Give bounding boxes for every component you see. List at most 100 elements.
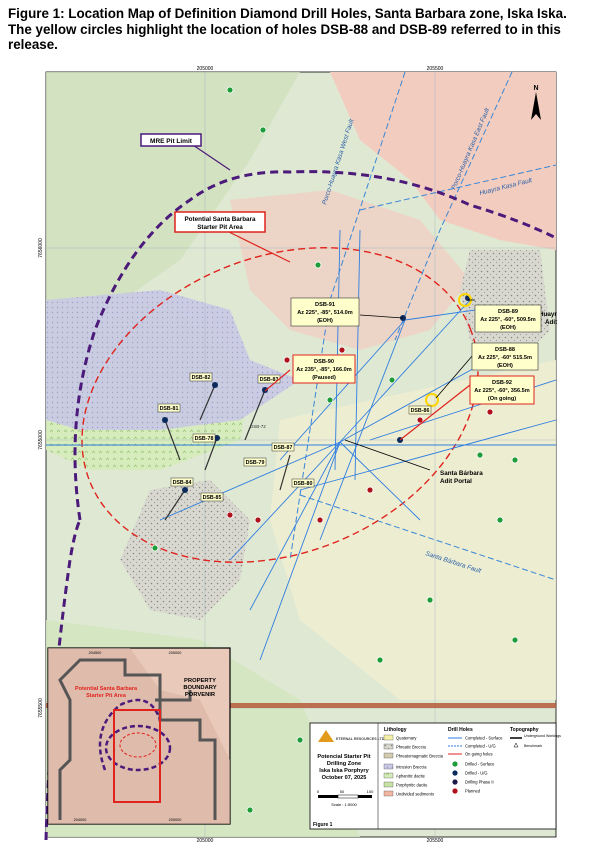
svg-text:Phreatomagmatic Breccia: Phreatomagmatic Breccia bbox=[396, 754, 444, 759]
svg-text:(EOH): (EOH) bbox=[497, 363, 513, 369]
hole-label-dsb79: DSB-79 bbox=[246, 460, 265, 466]
scale-bar: 0 50 100 Scale : 1:5000 bbox=[317, 789, 374, 807]
drilled-ug-point bbox=[214, 435, 220, 441]
svg-text:Drilled - U/G: Drilled - U/G bbox=[465, 771, 488, 776]
hole-box-dsb92: DSB-92 Az 225°, -60°, 356.5m (On going) bbox=[399, 375, 535, 441]
legend-title-1: Potencial Starter Pit bbox=[317, 754, 370, 760]
fault-porco-east-line bbox=[394, 71, 513, 341]
hole-label-dsb86: DSB-86 bbox=[411, 408, 430, 414]
inset-coord-4: 205000 bbox=[169, 818, 182, 822]
fault-porco-west-line bbox=[289, 71, 406, 561]
svg-text:(EOH): (EOH) bbox=[317, 318, 333, 324]
planned-point bbox=[254, 516, 262, 524]
starter-pit-outline bbox=[81, 247, 479, 563]
lith-sediments-area bbox=[330, 72, 556, 250]
svg-text:(On going): (On going) bbox=[488, 396, 516, 402]
hole-box-dsb91: DSB-91 Az 225°, -85°, 514.0m (EOH) bbox=[290, 297, 404, 327]
mre-pit-limit-line bbox=[73, 170, 557, 521]
svg-text:Completed - Surface: Completed - Surface bbox=[465, 736, 503, 741]
legend-figure-label: Figure 1 bbox=[313, 822, 333, 828]
drilled-surface-point bbox=[314, 261, 322, 269]
svg-text:Drilling Phase II: Drilling Phase II bbox=[465, 780, 494, 785]
planned-point bbox=[283, 356, 291, 364]
inset-label-1: Potential Santa Barbara bbox=[75, 686, 138, 692]
svg-text:DSB-89: DSB-89 bbox=[498, 309, 518, 315]
drilled-ug-point bbox=[182, 487, 188, 493]
starter-pit-label-1: Potential Santa Barbara bbox=[184, 216, 256, 223]
hole-label-dsb81: DSB-81 bbox=[160, 406, 179, 412]
drill-collar-traces bbox=[164, 384, 291, 521]
legend-drill-head: Drill Holes bbox=[448, 727, 473, 733]
adit-portal-label-2: Adit Portal bbox=[440, 478, 472, 485]
lith-intrusion-breccia bbox=[46, 290, 300, 430]
hole-box-dsb88: DSB-88 Az 225°, -60° 515.5m (EOH) bbox=[435, 342, 539, 399]
grid-label-top-2: 205500 bbox=[427, 66, 444, 72]
inset-coord-1: 204500 bbox=[89, 651, 102, 655]
legend-company: ETERNAL RESOURCES LTD bbox=[336, 737, 385, 741]
hole-label-dsb83: DSB-83 bbox=[260, 377, 279, 383]
grid-label-left-3: 7655500 bbox=[38, 698, 44, 718]
svg-text:Az 225°, -60°, 509.5m: Az 225°, -60°, 509.5m bbox=[480, 317, 535, 323]
huayra-adit-label-1: Huayr bbox=[539, 311, 557, 318]
svg-text:On going holes: On going holes bbox=[465, 752, 493, 757]
starter-pit-callout bbox=[174, 211, 266, 233]
planned-point bbox=[416, 416, 424, 424]
inset-prop-1: PROPERTY bbox=[184, 678, 216, 684]
drilled-surface-point bbox=[496, 516, 504, 524]
svg-text:N: N bbox=[533, 85, 538, 92]
grid-label-left-2: 7655000 bbox=[38, 430, 44, 450]
svg-text:Porphyritic dacite: Porphyritic dacite bbox=[396, 783, 428, 788]
drilled-surface-point bbox=[388, 376, 396, 384]
grid-label-bottom-2: 205500 bbox=[427, 838, 444, 844]
drilled-surface-point bbox=[296, 736, 304, 744]
drilled-ug-point bbox=[162, 417, 168, 423]
hole-box-dsb90: DSB-90 Az 235°, -85°, 166.0m (Paused) bbox=[264, 354, 356, 392]
svg-text:50: 50 bbox=[340, 789, 345, 794]
adit-portal-label-1: Santa Bárbara bbox=[440, 470, 483, 477]
planned-point bbox=[366, 486, 374, 494]
grid-label-left-1: 7656000 bbox=[38, 238, 44, 258]
svg-text:Az 225°, -60° 515.5m: Az 225°, -60° 515.5m bbox=[478, 355, 532, 361]
hole-labels: DSB-82 DSB-83 DSB-81 DSB-78 DSB-79 DSB-8… bbox=[157, 372, 432, 502]
hole-label-dsb82: DSB-82 bbox=[192, 375, 211, 381]
svg-text:0: 0 bbox=[317, 789, 320, 794]
highlight-dsb-88 bbox=[425, 393, 439, 407]
fault-lines bbox=[289, 71, 557, 581]
mre-pit-limit-callout bbox=[140, 133, 202, 147]
svg-text:Completed - U/G: Completed - U/G bbox=[465, 744, 496, 749]
svg-text:Undivided sediments: Undivided sediments bbox=[396, 792, 434, 797]
huayra-adit-label-2: Adit bbox=[545, 319, 558, 326]
mre-pit-limit-label: MRE Pit Limit bbox=[150, 138, 193, 145]
legend-title-4: October 07, 2025 bbox=[322, 775, 367, 781]
inset-coord-2: 205000 bbox=[169, 651, 182, 655]
planned-point bbox=[226, 511, 234, 519]
drilled-surface-point bbox=[511, 456, 519, 464]
hole-label-dsb85: DSB-85 bbox=[203, 495, 222, 501]
svg-text:Az 225°, -85°, 514.0m: Az 225°, -85°, 514.0m bbox=[297, 310, 352, 316]
drilled-ug-point bbox=[262, 387, 268, 393]
svg-text:Scale : 1:5000: Scale : 1:5000 bbox=[331, 802, 357, 807]
svg-text:Az 235°, -85°, 166.0m: Az 235°, -85°, 166.0m bbox=[296, 367, 351, 373]
drilled-surface-point bbox=[226, 86, 234, 94]
planned-point bbox=[486, 408, 494, 416]
svg-text:DSB-91: DSB-91 bbox=[315, 302, 335, 308]
svg-text:Planned: Planned bbox=[465, 789, 481, 794]
road-band bbox=[46, 703, 556, 708]
legend-title-2: Drilling Zone bbox=[327, 761, 361, 767]
legend-topo-head: Topography bbox=[510, 727, 539, 733]
legend-lith-head: Lithology bbox=[384, 727, 407, 733]
fault-huayra-kasa-line bbox=[359, 164, 557, 211]
lith-porphyritic-area bbox=[46, 72, 300, 340]
drilled-ug-point bbox=[212, 382, 218, 388]
svg-text:Benchmark: Benchmark bbox=[524, 744, 542, 748]
drilled-surface-point bbox=[259, 126, 267, 134]
inset-prop-3: PORVENIR bbox=[185, 692, 216, 698]
company-logo: ETERNAL RESOURCES LTD bbox=[318, 730, 385, 742]
svg-text:DSB-90: DSB-90 bbox=[314, 359, 334, 365]
drilled-surface-point bbox=[511, 636, 519, 644]
svg-text:Drilled - Surface: Drilled - Surface bbox=[465, 762, 495, 767]
legend-title-3: Iska Iska Porphyry bbox=[319, 768, 369, 774]
inset-highlight-rect bbox=[113, 709, 161, 803]
planned-point bbox=[316, 516, 324, 524]
